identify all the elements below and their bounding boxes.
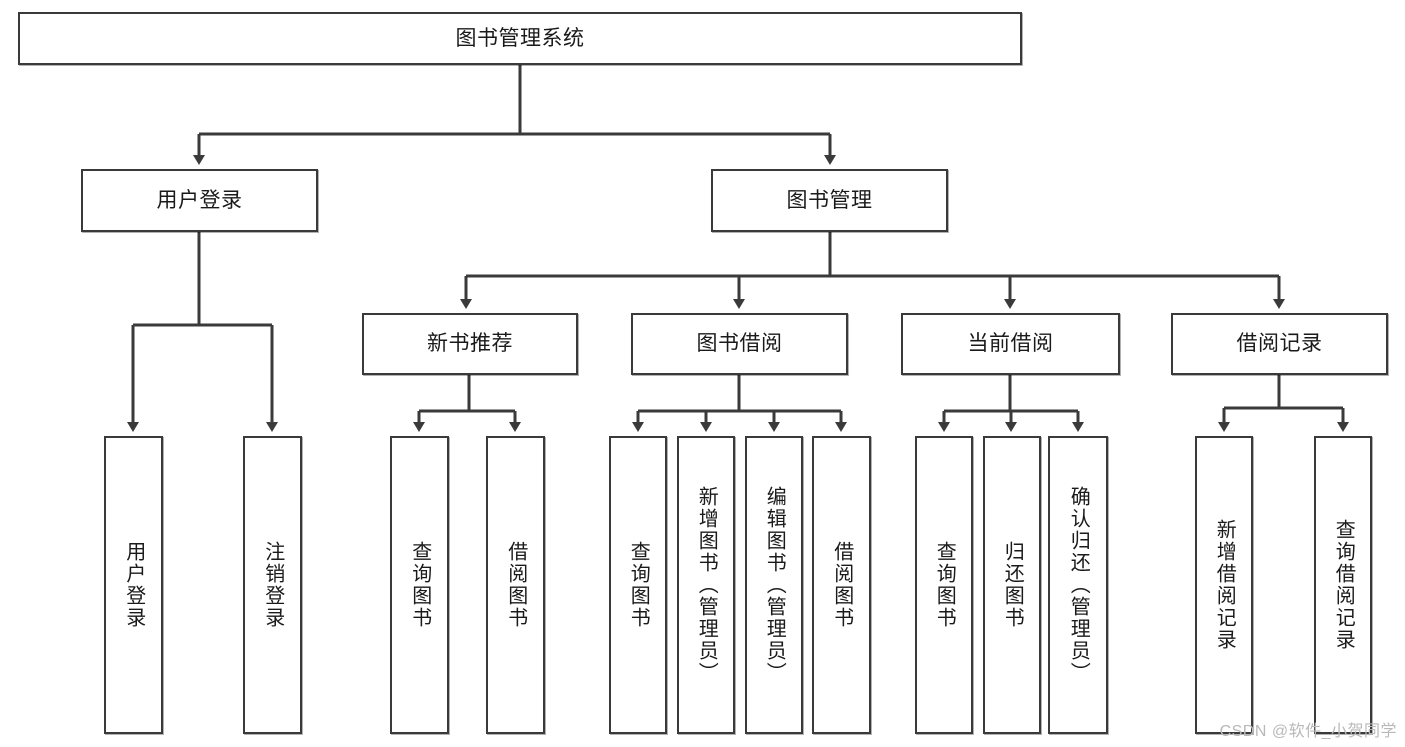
node-label: 注销登录 [261,541,284,629]
node-label: 当前借阅 [967,332,1054,356]
node-label: 查询图书 [933,541,956,629]
node-label: 图书管理 [786,188,873,212]
node-borrow-record[interactable]: 借阅记录 [1171,313,1388,375]
node-label: 确认归还（管理员） [1067,486,1090,684]
node-label: 借阅记录 [1236,332,1323,356]
leaf-user-login-login[interactable]: 用户登录 [104,436,163,734]
leaf-user-login-logout[interactable]: 注销登录 [243,436,302,734]
leaf-current-borrow-return-book[interactable]: 归还图书 [983,436,1041,734]
node-root-book-management-system[interactable]: 图书管理系统 [18,12,1022,65]
node-label: 查询借阅记录 [1332,519,1355,651]
watermark-text: CSDN @软件_小贺同学 [1219,723,1397,740]
node-label: 归还图书 [1001,541,1024,629]
leaf-book-borrow-add-book-admin[interactable]: 新增图书（管理员） [677,436,735,734]
leaf-book-borrow-query-book[interactable]: 查询图书 [609,436,667,734]
node-label: 查询图书 [627,541,650,629]
node-label: 图书借阅 [696,332,783,356]
node-book-borrow[interactable]: 图书借阅 [631,313,848,375]
node-label: 新书推荐 [427,332,513,356]
leaf-new-book-borrow-book[interactable]: 借阅图书 [486,436,545,734]
node-new-book-recommend[interactable]: 新书推荐 [362,313,578,375]
node-label: 用户登录 [156,188,243,212]
node-label: 编辑图书（管理员） [763,486,786,684]
leaf-borrow-record-add-record[interactable]: 新增借阅记录 [1195,436,1253,734]
node-user-login[interactable]: 用户登录 [81,169,318,232]
leaf-current-borrow-query-book[interactable]: 查询图书 [915,436,973,734]
node-label: 新增借阅记录 [1213,519,1236,651]
leaf-current-borrow-confirm-return-admin[interactable]: 确认归还（管理员） [1048,436,1108,734]
node-label: 借阅图书 [504,541,527,629]
leaf-book-borrow-edit-book-admin[interactable]: 编辑图书（管理员） [745,436,803,734]
leaf-borrow-record-query-record[interactable]: 查询借阅记录 [1314,436,1372,734]
node-book-management[interactable]: 图书管理 [711,169,948,232]
node-label: 新增图书（管理员） [695,486,718,684]
node-label: 图书管理系统 [455,26,585,50]
node-label: 查询图书 [408,541,431,629]
leaf-book-borrow-borrow-book[interactable]: 借阅图书 [812,436,871,734]
node-current-borrow[interactable]: 当前借阅 [901,313,1120,375]
node-label: 用户登录 [122,541,145,629]
node-label: 借阅图书 [830,541,853,629]
leaf-new-book-query-book[interactable]: 查询图书 [390,436,449,734]
